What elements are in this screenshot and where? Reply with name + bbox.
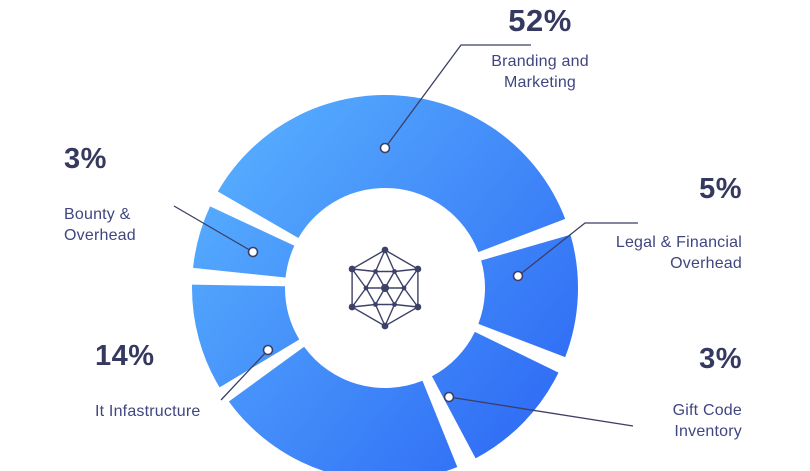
category-label: Legal & Financial Overhead: [615, 233, 742, 272]
callout-branding-and-marketing: 52% Branding and Marketing: [450, 3, 630, 93]
callout-gift-code-inventory: 3% Gift Code Inventory: [598, 343, 742, 442]
leader-line-branding: [384, 44, 531, 149]
percent-value: 14%: [95, 340, 155, 372]
icon-mesh-spokes: [351, 249, 419, 327]
donut-slice-remainder: [228, 346, 458, 471]
percent-value: 3%: [64, 143, 107, 175]
anchor-dot-bounty: [247, 246, 259, 258]
category-label: Bounty & Overhead: [64, 205, 136, 244]
callout-bounty-overhead: 3% Bounty & Overhead: [64, 143, 214, 246]
callout-it-infastructure: 14% It Infastructure: [95, 340, 315, 422]
anchor-dot-infra: [262, 344, 274, 356]
leader-line-infra: [220, 349, 269, 401]
icon-center-spokes: [366, 271, 404, 305]
leader-line-gift: [448, 396, 634, 427]
category-label: It Infastructure: [95, 402, 201, 420]
leader-line-bounty: [173, 205, 254, 253]
category-label: Branding and Marketing: [491, 53, 589, 92]
percent-value: 52%: [508, 3, 572, 38]
anchor-dot-gift: [443, 391, 455, 403]
callout-legal-financial-overhead: 5% Legal & Financial Overhead: [598, 173, 742, 274]
donut-slice-bounty: [193, 206, 295, 278]
donut-slice-gift: [431, 331, 559, 459]
anchor-dot-legal: [512, 270, 524, 282]
donut-slice-branding: [217, 95, 566, 253]
anchor-dot-branding: [379, 142, 391, 154]
leader-line-legal: [517, 222, 638, 277]
percent-value: 3%: [699, 343, 742, 375]
category-label: Gift Code Inventory: [672, 401, 742, 440]
hexagon-network-icon: [348, 246, 422, 330]
donut-slices: [192, 95, 578, 471]
icon-node-dots: [348, 246, 422, 330]
leader-lines: [173, 44, 638, 427]
percent-value: 5%: [699, 173, 742, 205]
donut-slice-legal: [478, 234, 578, 358]
leader-anchor-dots: [247, 142, 524, 403]
donut-slice-infra: [192, 284, 300, 388]
